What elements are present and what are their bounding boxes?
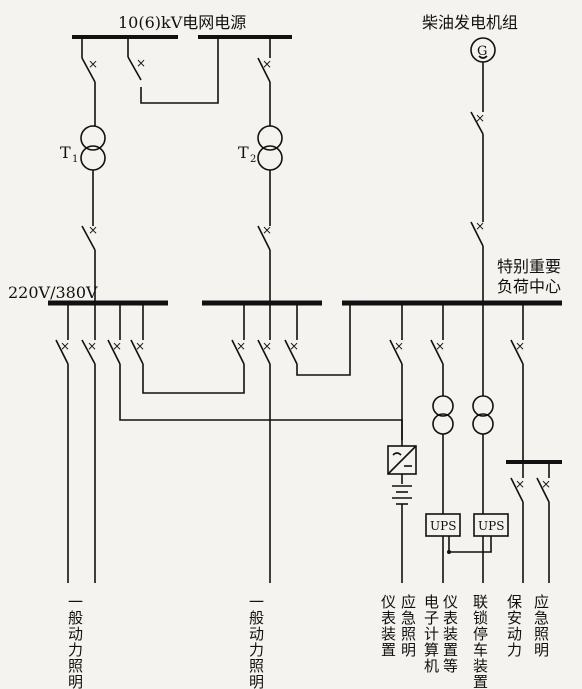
generator-label: 柴油发电机组 — [422, 13, 518, 32]
tie-a-switch-mark: × — [112, 339, 122, 353]
t1-winding-top — [80, 125, 106, 151]
f2-switch-mark: × — [87, 339, 97, 353]
t2-winding-top — [257, 125, 283, 151]
hv-bus-tie-wire — [140, 37, 219, 104]
ups-link-dot — [447, 550, 451, 554]
f1-switch-mark: × — [60, 339, 70, 353]
f5-switch-mark: × — [394, 339, 404, 353]
f8-switch — [510, 339, 524, 365]
t2-hv-switch-mark: × — [262, 57, 272, 71]
sub-f1-switch-mark: × — [515, 477, 525, 491]
tie-b-switch — [130, 339, 144, 365]
t1-hv-switch — [81, 57, 96, 83]
grid-source-label: 10(6)kV电网电源 — [118, 13, 246, 32]
t1-label: T — [60, 143, 71, 162]
t2-label: T — [238, 143, 249, 162]
f6-switch-mark: × — [435, 339, 445, 353]
t1-hv-switch-mark: × — [88, 57, 98, 71]
f1-switch — [55, 339, 69, 365]
load-label-computer-col1: 电子计算机 — [422, 594, 440, 674]
tie-c-switch — [284, 339, 298, 365]
t1-label-sub: 1 — [72, 154, 78, 165]
gen-switch-2-mark: × — [475, 219, 485, 233]
f3-switch — [231, 339, 245, 365]
tie-a-switch — [107, 339, 121, 365]
load-label-emergency-2: 应急照明 — [532, 593, 550, 658]
sub-f2-switch-mark: × — [541, 477, 551, 491]
generator-tilde — [478, 55, 488, 59]
ups1-transformer-top — [432, 395, 454, 417]
gen-switch-1-mark: × — [475, 111, 485, 125]
load-label-security: 保安动力 — [505, 594, 523, 658]
load-labels: 一般动力照明一般动力照明仪表装置应急照明电子计算机仪表装置等联锁停车装置保安动力… — [66, 593, 550, 689]
f8-switch-mark: × — [515, 339, 525, 353]
f3-switch-mark: × — [236, 339, 246, 353]
tie-c-cable — [296, 303, 351, 376]
ups1-transformer-bottom — [432, 413, 454, 435]
load-label-general-1: 一般动力照明 — [66, 594, 84, 689]
f6-switch — [430, 339, 444, 365]
t1-lv-switch — [81, 225, 96, 251]
t2-hv-switch — [257, 57, 271, 83]
load-label-general-2: 一般动力照明 — [247, 594, 265, 689]
ups-label-2: UPS — [478, 519, 504, 533]
t2-lv-switch — [257, 225, 271, 251]
inverter-diagonal — [387, 445, 417, 475]
ups2-transformer-top — [472, 395, 494, 417]
inverter-ac-mark — [392, 452, 402, 456]
voltage-label: 220V/380V — [8, 283, 98, 302]
tie-b-switch-mark: × — [135, 339, 145, 353]
tie-a-cable — [119, 364, 403, 440]
tie-b-cable — [142, 364, 245, 394]
generator-symbol-letter: G — [477, 44, 487, 59]
gen-switch-2 — [470, 221, 484, 247]
f4-switch-mark: × — [262, 339, 272, 353]
sub-f1-switch — [510, 477, 524, 503]
t2-label-sub: 2 — [250, 154, 256, 165]
load-label-instrument: 仪表装置 — [379, 594, 397, 658]
f4-switch — [257, 339, 271, 365]
ups-cross-link — [448, 536, 492, 553]
f2-switch — [81, 339, 96, 365]
hv-tie-switch-mark: × — [136, 56, 146, 70]
t1-lv-switch-mark: × — [88, 223, 98, 237]
sub-f2-switch — [536, 477, 550, 503]
t2-lv-switch-mark: × — [262, 223, 272, 237]
ups2-transformer-bottom — [472, 413, 494, 435]
ups-label-1: UPS — [430, 519, 456, 533]
hv-tie-switch — [127, 56, 142, 81]
important-load-label-1: 特别重要 — [497, 257, 561, 276]
load-label-computer-col2: 仪表装置等 — [441, 594, 459, 674]
important-load-label-2: 负荷中心 — [497, 277, 561, 296]
tie-c-switch-mark: × — [289, 339, 299, 353]
gen-switch-1 — [470, 111, 484, 135]
load-label-emergency-1: 应急照明 — [399, 593, 417, 658]
f5-switch — [389, 339, 403, 365]
load-label-interlock: 联锁停车装置 — [471, 594, 489, 689]
